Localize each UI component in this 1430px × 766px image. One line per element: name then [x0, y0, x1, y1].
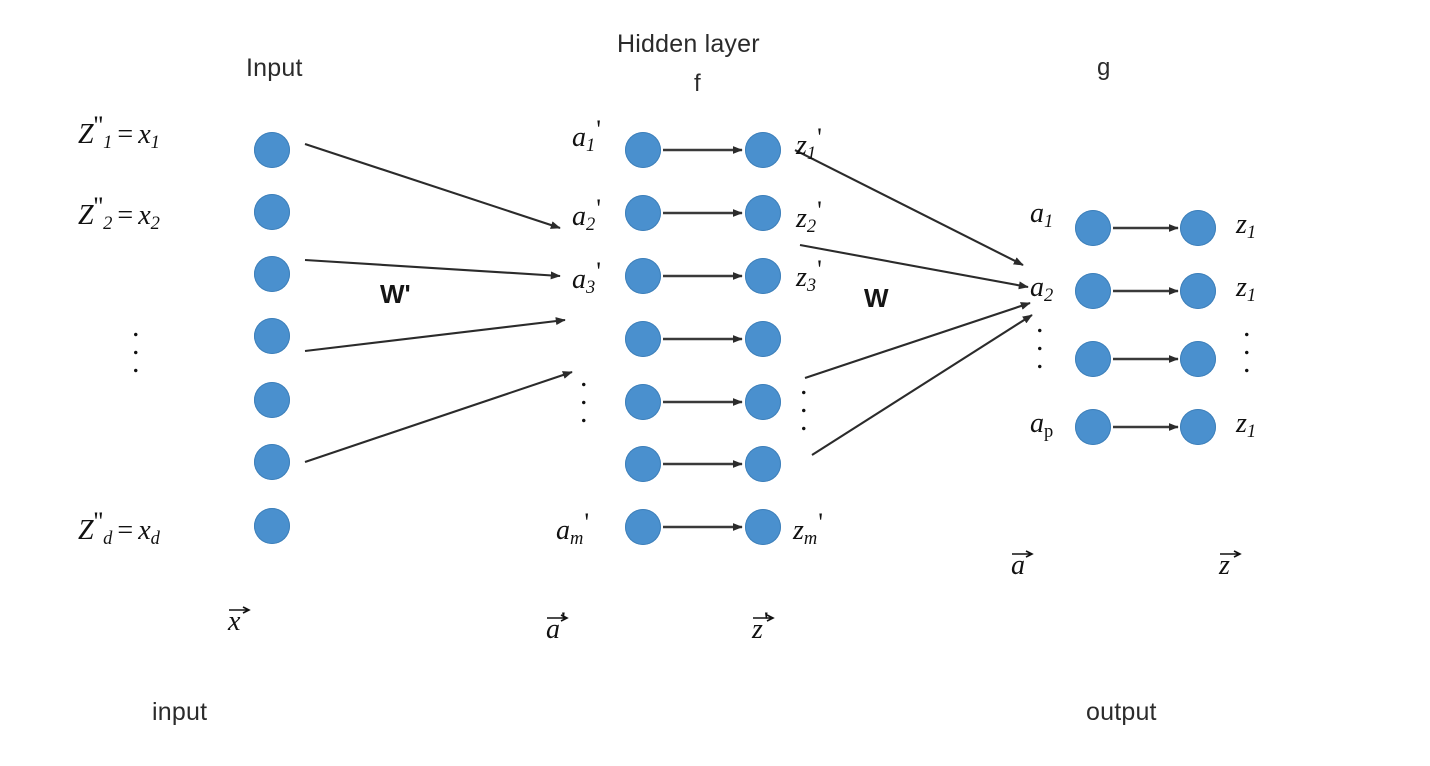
output-a-node[interactable]	[1075, 273, 1111, 309]
output-a-node[interactable]	[1075, 409, 1111, 445]
output-z-node[interactable]	[1180, 210, 1216, 246]
input-node[interactable]	[254, 132, 290, 168]
hidden-a-node[interactable]	[625, 195, 661, 231]
vector-arrow-icon	[1220, 550, 1242, 558]
footer-input: input	[152, 698, 208, 726]
input-label-d-text: Z''d=xd	[78, 506, 160, 549]
output-a-ellipsis: ...	[1036, 306, 1044, 375]
vector-arrow-icon	[753, 614, 775, 622]
hidden-z-node[interactable]	[745, 258, 781, 294]
output-a-label-p: ap	[1030, 408, 1054, 442]
hidden-z-node[interactable]	[745, 509, 781, 545]
input-node[interactable]	[254, 508, 290, 544]
input-node[interactable]	[254, 444, 290, 480]
hidden-z-node[interactable]	[745, 195, 781, 231]
output-z-node[interactable]	[1180, 341, 1216, 377]
vector-label-z-prime: z '	[752, 608, 775, 644]
hidden-a-node[interactable]	[625, 384, 661, 420]
input-node[interactable]	[254, 382, 290, 418]
hidden-a-label-2: a2'	[572, 193, 602, 235]
hidden-z-label-2: z2'	[796, 195, 822, 237]
weight-w-edges	[794, 149, 1033, 456]
input-label-1-text: Z''1=x1	[78, 110, 160, 153]
hidden-z-node[interactable]	[745, 132, 781, 168]
output-z-label-2: z1	[1236, 272, 1257, 306]
output-activation-arrows	[1113, 224, 1179, 431]
input-node[interactable]	[254, 194, 290, 230]
hidden-a-label-1: a1'	[572, 114, 602, 156]
vector-label-z: z	[1219, 550, 1242, 580]
input-label-1: Z''1=x1	[78, 112, 160, 152]
hidden-z-label-3: z3'	[796, 254, 822, 296]
hidden-a-label-m: am'	[556, 507, 590, 549]
header-hidden-layer: Hidden layer	[617, 30, 760, 58]
header-hidden-activation: f	[694, 70, 701, 97]
footer-output: output	[1086, 698, 1157, 726]
input-node[interactable]	[254, 256, 290, 292]
input-label-2-text: Z''2=x2	[78, 191, 160, 234]
vector-label-a: a	[1011, 550, 1034, 580]
output-a-label-2: a2	[1030, 272, 1054, 306]
hidden-z-label-1: z1'	[796, 122, 822, 164]
header-output-activation: g	[1097, 54, 1111, 81]
vector-arrow-icon	[229, 606, 251, 614]
input-node[interactable]	[254, 318, 290, 354]
output-z-label-1: z1	[1236, 209, 1257, 243]
hidden-z-node[interactable]	[745, 384, 781, 420]
hidden-a-node[interactable]	[625, 321, 661, 357]
weight-label-w: W	[864, 283, 889, 313]
hidden-activation-arrows	[663, 146, 743, 531]
hidden-z-ellipsis: ...	[800, 368, 808, 437]
input-label-d: Z''d=xd	[78, 508, 160, 548]
output-z-ellipsis: ...	[1243, 310, 1251, 379]
output-a-node[interactable]	[1075, 341, 1111, 377]
vector-label-x: x	[228, 606, 251, 636]
output-a-label-1: a1	[1030, 198, 1054, 232]
hidden-a-ellipsis: ...	[580, 360, 588, 429]
hidden-a-node[interactable]	[625, 132, 661, 168]
output-z-node[interactable]	[1180, 409, 1216, 445]
header-input: Input	[246, 54, 303, 82]
weight-label-w-prime: W'	[380, 279, 411, 309]
input-ellipsis: ...	[132, 310, 140, 379]
hidden-a-node[interactable]	[625, 446, 661, 482]
vector-label-a-prime: a '	[546, 608, 569, 644]
vector-arrow-icon	[547, 614, 569, 622]
output-z-node[interactable]	[1180, 273, 1216, 309]
input-label-2: Z''2=x2	[78, 193, 160, 233]
weight-w-prime-edges	[304, 143, 573, 463]
hidden-a-node[interactable]	[625, 258, 661, 294]
hidden-z-node[interactable]	[745, 446, 781, 482]
vector-arrow-icon	[1012, 550, 1034, 558]
output-a-node[interactable]	[1075, 210, 1111, 246]
output-z-label-p: z1	[1236, 408, 1257, 442]
hidden-z-node[interactable]	[745, 321, 781, 357]
hidden-z-label-m: zm'	[793, 507, 824, 549]
hidden-a-node[interactable]	[625, 509, 661, 545]
hidden-a-label-3: a3'	[572, 256, 602, 298]
